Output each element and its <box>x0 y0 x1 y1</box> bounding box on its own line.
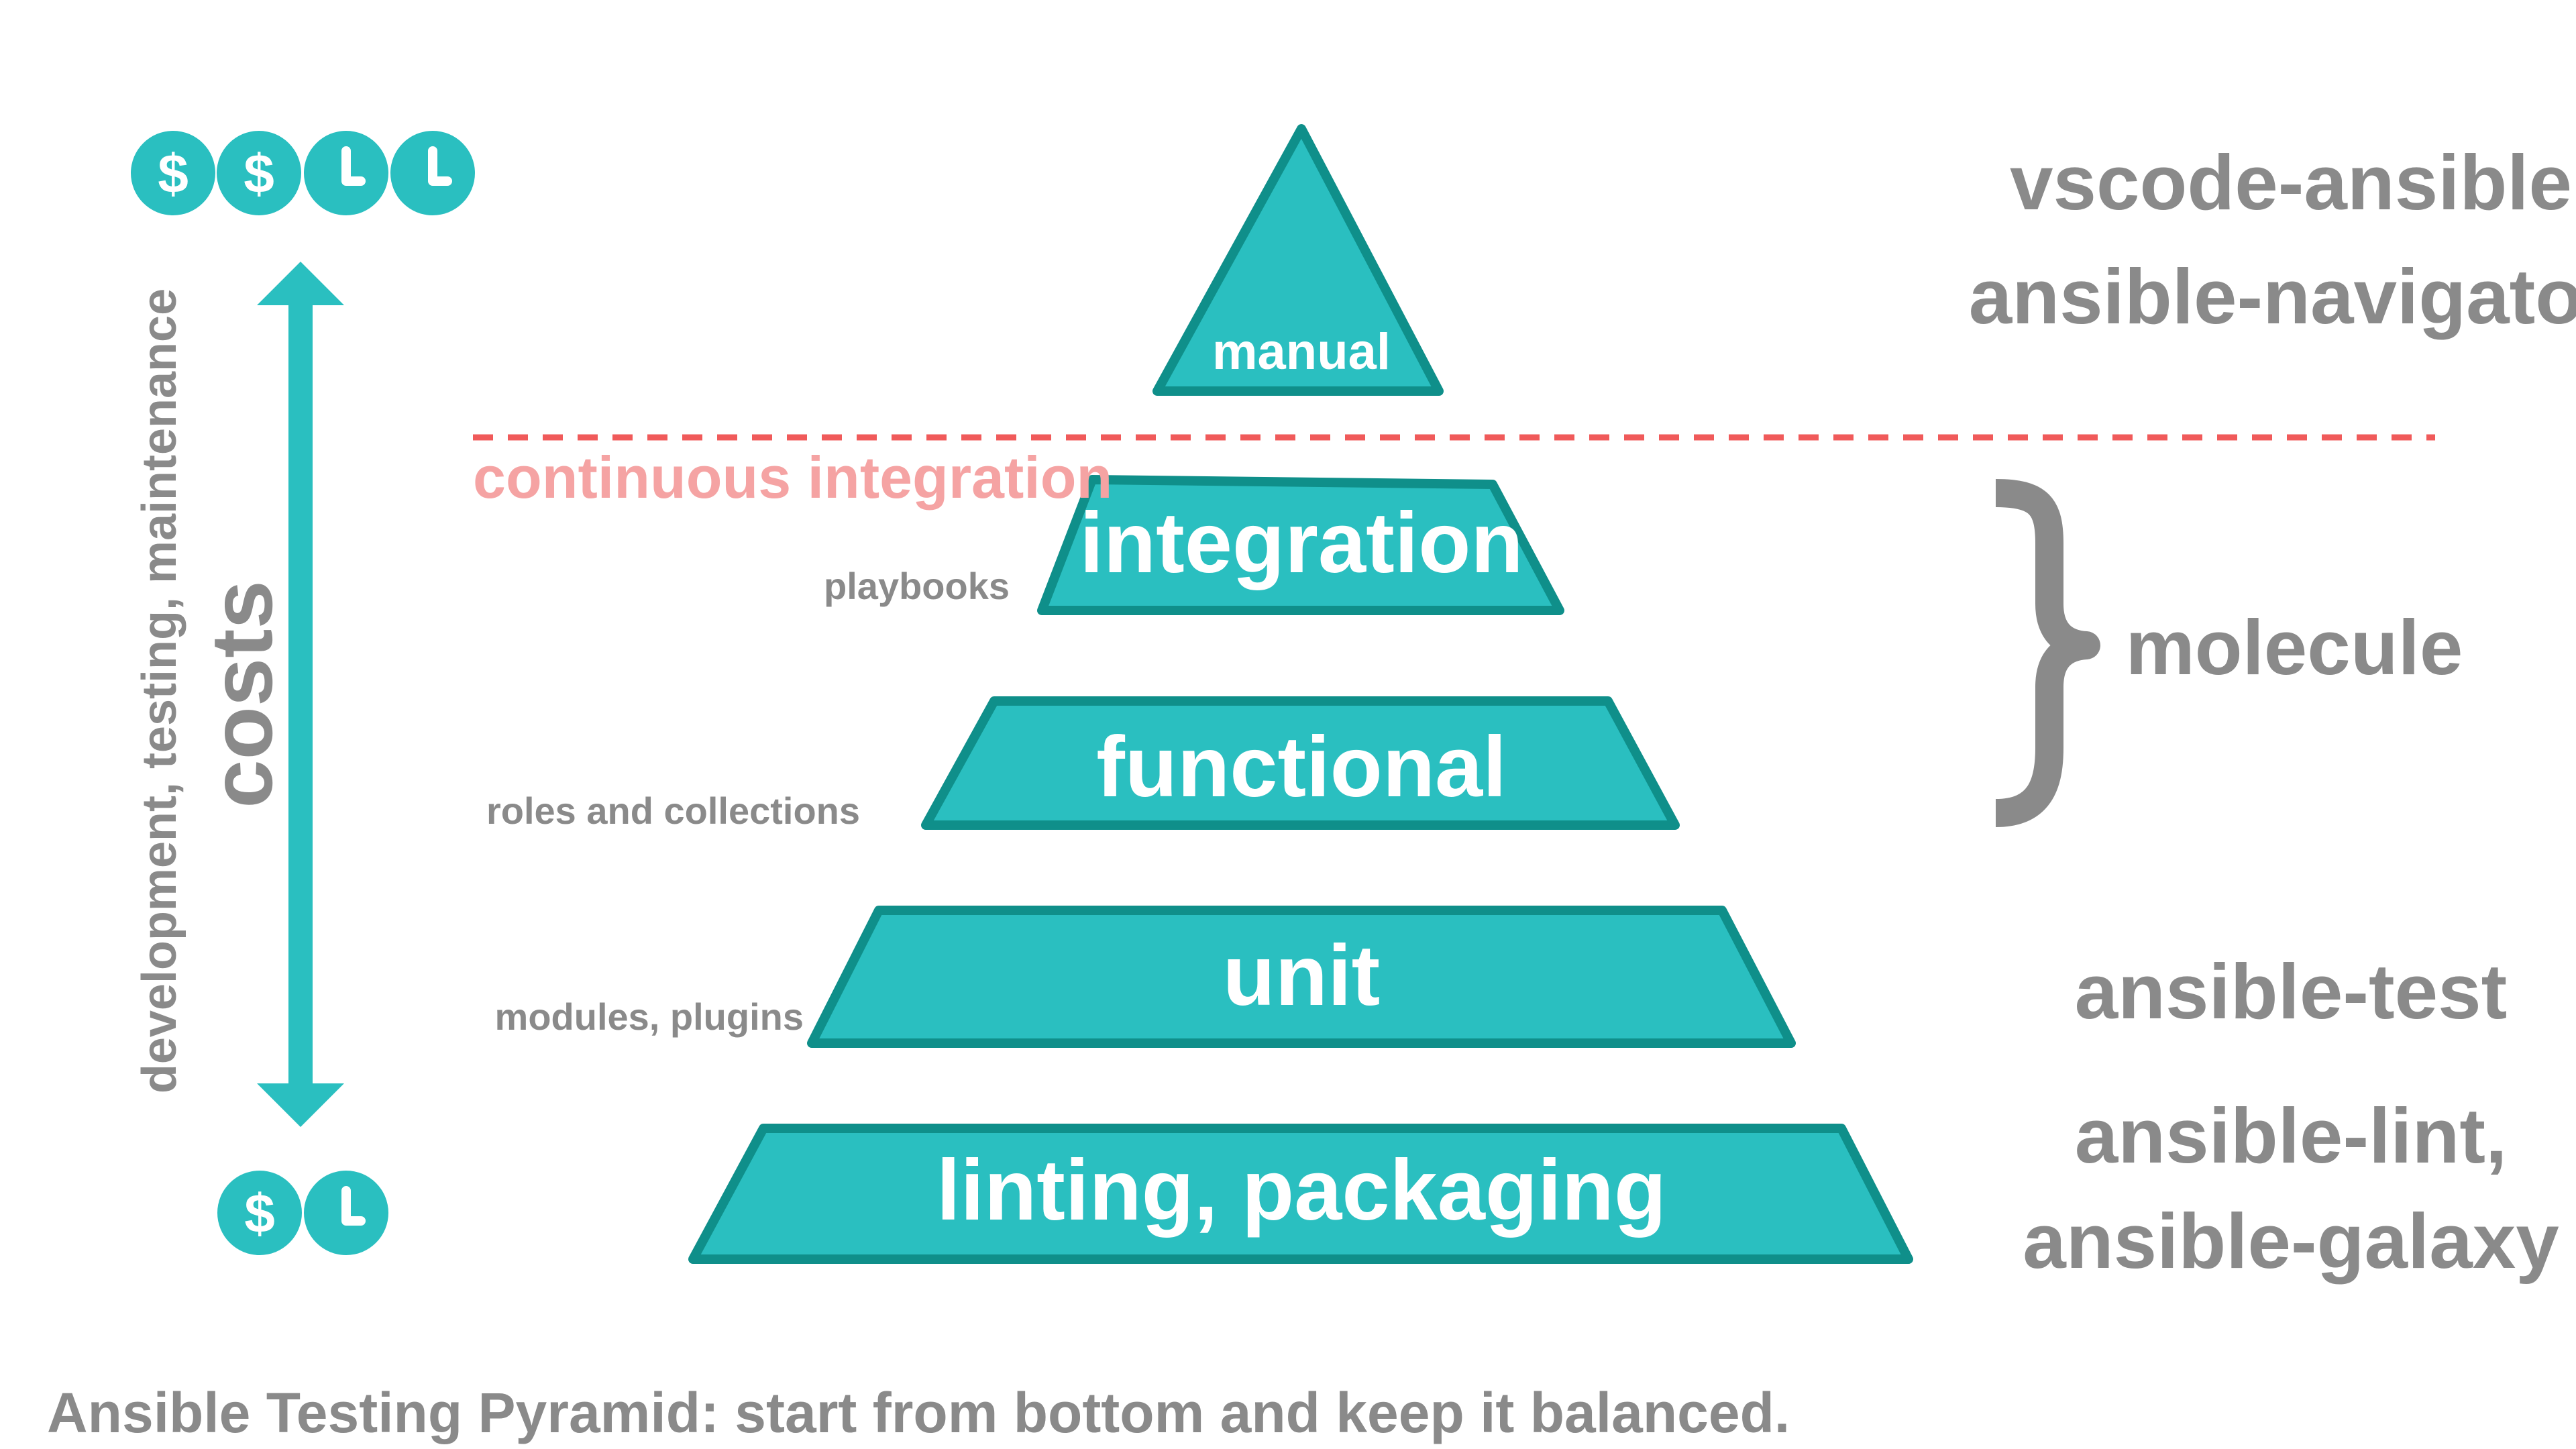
tool-ansible-galaxy: ansible-galaxy <box>2023 1197 2559 1285</box>
label-roles-collections: roles and collections <box>486 790 860 832</box>
clock-icon <box>304 131 388 215</box>
tier-unit-label: unit <box>1223 928 1381 1024</box>
costs-title: costs <box>193 580 290 808</box>
brace-icon <box>1995 479 2100 827</box>
costs-arrow-up-head <box>257 262 344 305</box>
tool-ansible-navigator: ansible-navigator <box>1969 253 2576 340</box>
dollar-icon: $ <box>217 1171 302 1255</box>
tier-integration-shape <box>1037 475 1564 615</box>
ci-label: continuous integration <box>473 444 1112 511</box>
tier-functional-label: functional <box>1096 719 1507 815</box>
tool-ansible-lint: ansible-lint, <box>2075 1092 2508 1179</box>
dollar-icon: $ <box>131 131 215 215</box>
label-modules-plugins: modules, plugins <box>495 996 804 1038</box>
tier-unit-shape <box>807 906 1796 1048</box>
tier-linting-shape <box>688 1124 1913 1264</box>
costs-axis: costs development, testing, maintenance … <box>131 131 475 1255</box>
dollar-icon: $ <box>217 131 301 215</box>
clock-icon <box>390 131 475 215</box>
label-playbooks: playbooks <box>824 565 1010 607</box>
tier-manual-label: manual <box>1212 323 1391 380</box>
costs-high-icons: $ $ <box>131 131 475 215</box>
clock-icon <box>304 1171 388 1255</box>
tier-integration-label: integration <box>1079 495 1523 591</box>
svg-text:$: $ <box>244 1183 275 1244</box>
svg-text:$: $ <box>158 144 189 205</box>
tier-linting-label: linting, packaging <box>936 1142 1666 1238</box>
svg-text:$: $ <box>244 144 274 205</box>
costs-arrow-down-head <box>257 1083 344 1127</box>
tool-molecule: molecule <box>2126 604 2463 691</box>
caption: Ansible Testing Pyramid: start from bott… <box>47 1381 1790 1444</box>
costs-low-icons: $ <box>217 1171 388 1255</box>
tier-functional-shape <box>921 696 1680 830</box>
pyramid: manual integration functional unit linti… <box>688 124 1913 1264</box>
costs-subtitle: development, testing, maintenance <box>133 288 186 1093</box>
tool-ansible-test: ansible-test <box>2075 948 2508 1035</box>
tier-manual-shape <box>1152 124 1444 396</box>
tool-vscode-ansible: vscode-ansible <box>2010 139 2572 226</box>
